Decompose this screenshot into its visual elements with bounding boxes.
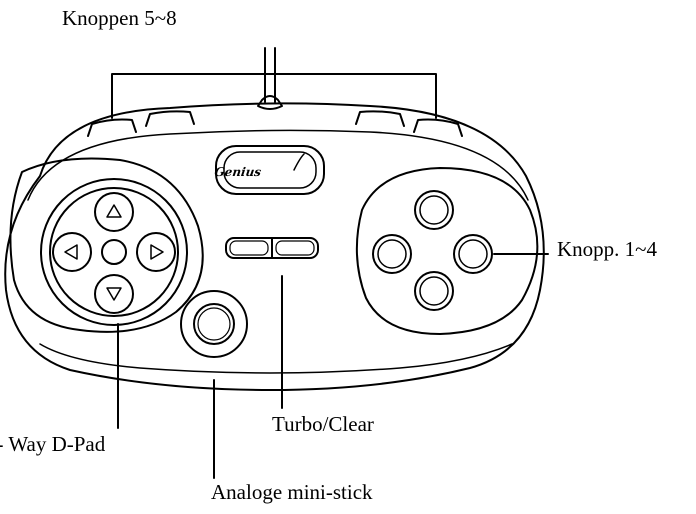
logo-badge: Genius bbox=[214, 145, 325, 195]
shoulder-button-right-inner bbox=[355, 110, 405, 127]
down-arrow-icon bbox=[106, 287, 122, 301]
turbo-clear-buttons bbox=[225, 237, 319, 259]
analog-stick bbox=[180, 290, 248, 358]
face-button-top bbox=[414, 190, 454, 230]
cable bbox=[257, 47, 283, 110]
dpad-right-button bbox=[136, 232, 176, 272]
callout-buttons-5-8 bbox=[111, 73, 437, 119]
label-buttons-5-8: Knoppen 5~8 bbox=[62, 6, 177, 30]
up-arrow-icon bbox=[106, 204, 122, 218]
face-buttons bbox=[372, 190, 493, 311]
left-arrow-icon bbox=[64, 244, 78, 260]
right-grip-housing bbox=[355, 167, 539, 335]
logo-text: Genius bbox=[214, 165, 263, 179]
shoulder-button-left-inner bbox=[145, 110, 195, 127]
controller-inner-edge bbox=[27, 129, 529, 201]
face-button-bottom bbox=[414, 271, 454, 311]
callout-lines bbox=[111, 73, 549, 479]
dpad-left-button bbox=[52, 232, 92, 272]
dpad bbox=[40, 178, 188, 326]
face-button-right bbox=[453, 234, 493, 274]
label-analog-stick: Analoge mini-stick bbox=[211, 480, 373, 504]
dpad-up-button bbox=[94, 192, 134, 232]
shoulder-button-left-outer bbox=[87, 118, 137, 137]
label-buttons-1-4: Knopp. 1~4 bbox=[557, 237, 658, 261]
logo-swoosh bbox=[293, 153, 305, 171]
shoulder-buttons bbox=[87, 110, 463, 137]
shoulder-button-right-outer bbox=[413, 118, 463, 137]
right-arrow-icon bbox=[150, 244, 164, 260]
left-grip-housing bbox=[9, 157, 204, 333]
dpad-down-button bbox=[94, 274, 134, 314]
face-button-left bbox=[372, 234, 412, 274]
controller-bottom-edge bbox=[39, 343, 513, 374]
label-turbo-clear: Turbo/Clear bbox=[272, 412, 374, 436]
controller-body bbox=[4, 102, 545, 391]
label-dpad: 8- Way D-Pad bbox=[0, 432, 106, 456]
